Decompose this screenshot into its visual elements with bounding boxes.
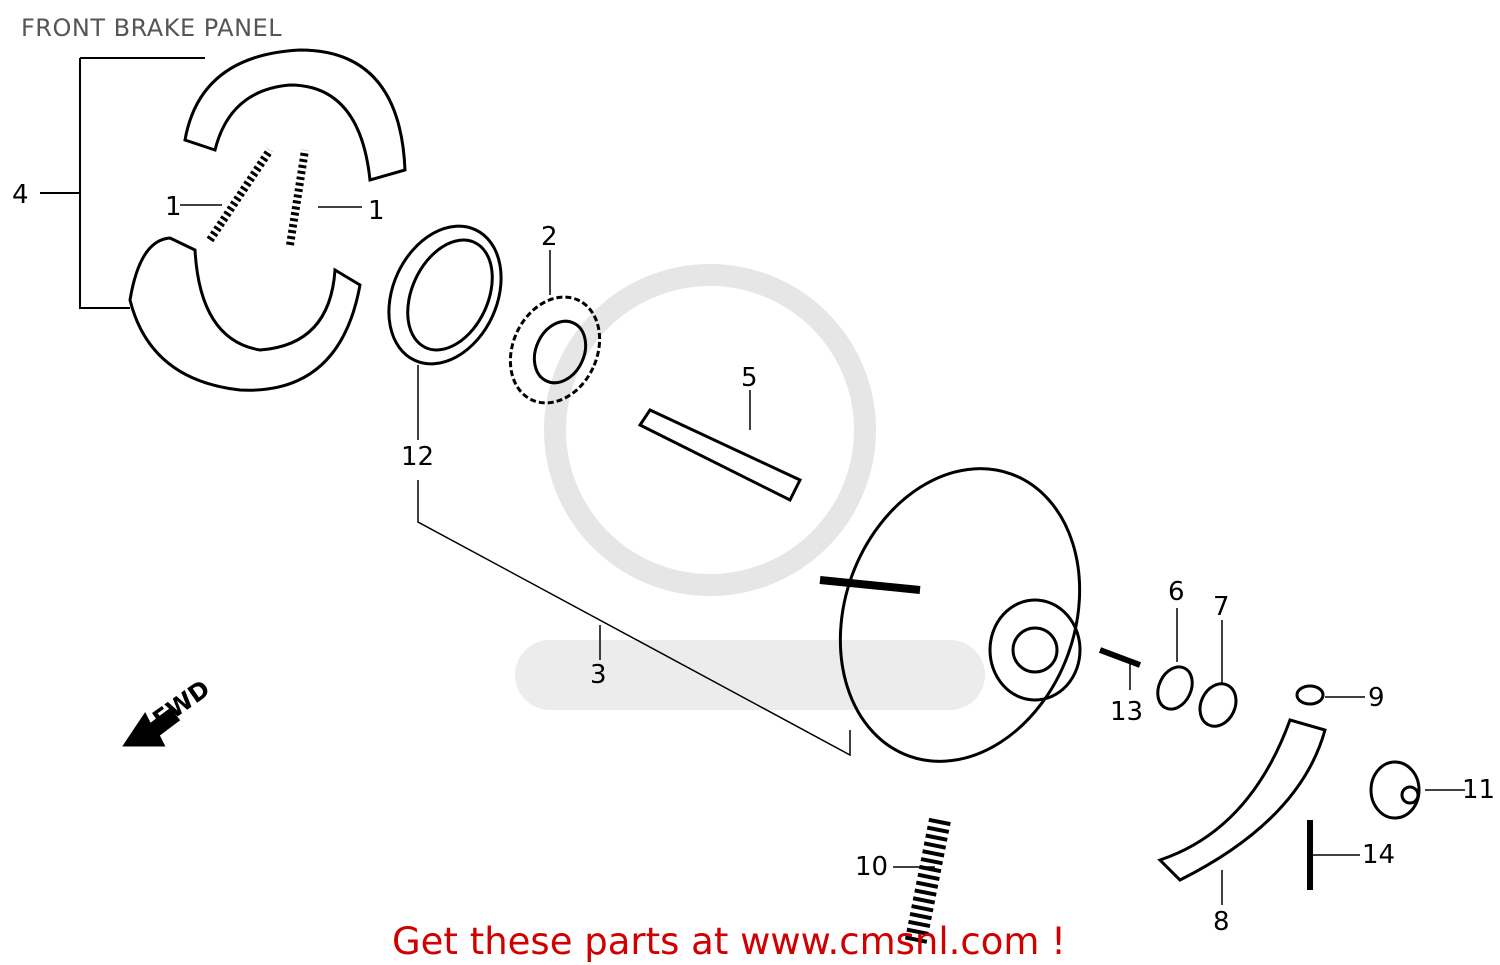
pin (819, 576, 921, 594)
bolt-13 (1098, 647, 1142, 668)
spring-1a (206, 147, 274, 243)
callout-8: 8 (1213, 907, 1230, 937)
callout-11: 11 (1462, 775, 1496, 805)
callout-1a: 1 (165, 192, 182, 222)
page-title: FRONT BRAKE PANEL (21, 14, 283, 42)
nut-9 (1295, 684, 1325, 706)
callout-1b: 1 (368, 196, 385, 226)
callout-13: 13 (1110, 697, 1144, 727)
brake-panel-3 (838, 467, 1082, 763)
callout-5: 5 (741, 363, 758, 393)
callout-12: 12 (401, 442, 435, 472)
callout-4: 4 (12, 180, 29, 210)
callout-7: 7 (1213, 592, 1230, 622)
watermark-logo (544, 264, 876, 596)
brake-shoe-upper (183, 48, 407, 182)
washer-6 (1156, 665, 1194, 711)
bracket-4 (40, 57, 205, 309)
callout-3: 3 (590, 660, 607, 690)
callout-6: 6 (1168, 577, 1185, 607)
callout-2: 2 (541, 222, 558, 252)
seal-12 (387, 224, 503, 366)
cam-5 (637, 408, 803, 503)
nut-11 (1369, 760, 1421, 820)
fwd-arrow-icon (122, 707, 181, 747)
callout-10: 10 (855, 852, 889, 882)
callout-9: 9 (1368, 683, 1385, 713)
watermark (515, 640, 985, 710)
callout-14: 14 (1362, 840, 1396, 870)
washer-7 (1198, 682, 1238, 728)
spring-10 (904, 817, 951, 948)
brake-arm-8 (1157, 718, 1327, 882)
gear-2 (508, 295, 602, 405)
panel-hub (988, 598, 1082, 702)
footer-link[interactable]: Get these parts at www.cmsnl.com ! (392, 920, 1067, 963)
brake-shoe-lower (128, 236, 362, 392)
leader-lines (180, 204, 1465, 905)
spring-1b (286, 149, 309, 246)
